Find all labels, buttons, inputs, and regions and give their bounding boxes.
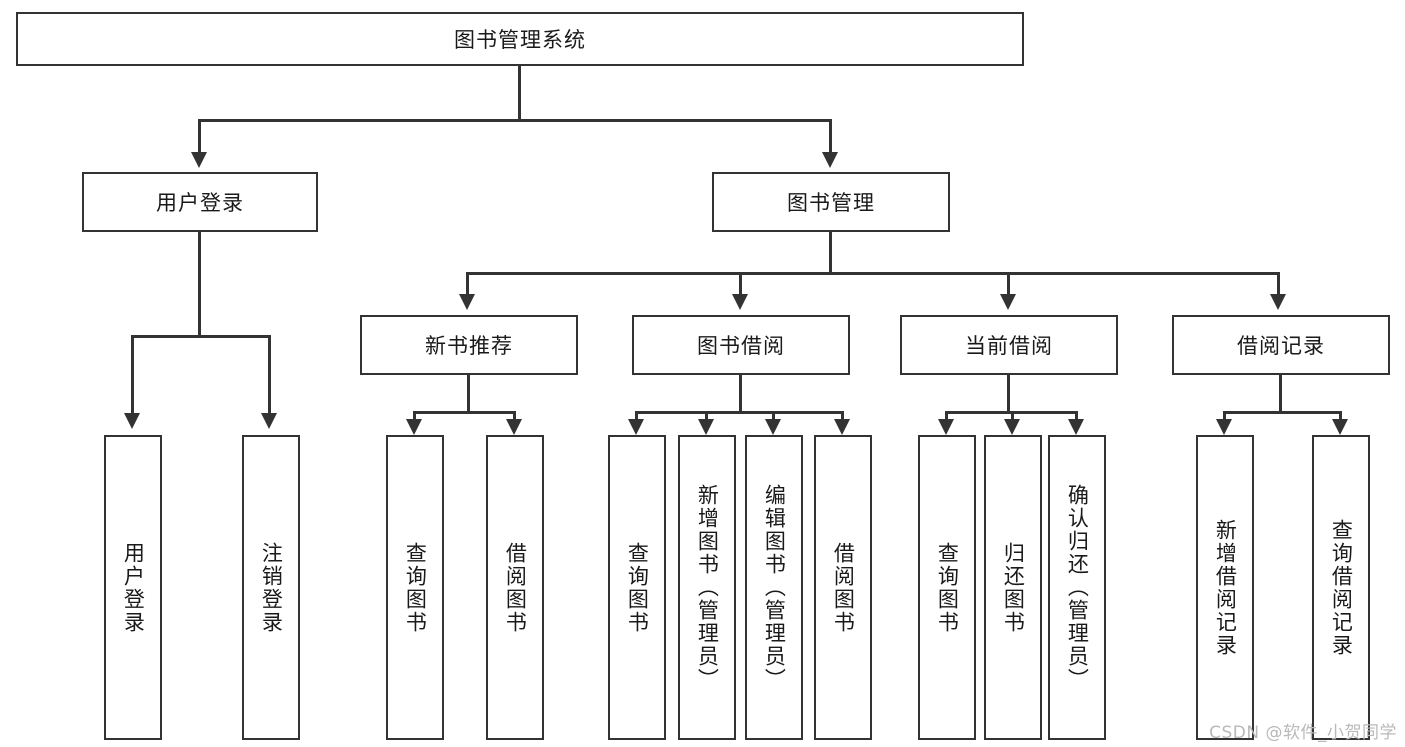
node-book-borrow[interactable]: 图书借阅 — [632, 315, 850, 375]
node-label: 借阅图书 — [503, 541, 528, 634]
node-label: 当前借阅 — [965, 334, 1053, 358]
edge-root-to-book-mgmt — [829, 119, 832, 153]
arrow-book-borrow-to-leaf-3 — [765, 419, 781, 435]
edge-new-books-to-leaf-2 — [513, 411, 516, 421]
arrow-current-borrow-to-leaf-2 — [1004, 419, 1020, 435]
arrow-current-borrow-to-leaf-1 — [938, 419, 954, 435]
node-new-book-recommend[interactable]: 新书推荐 — [360, 315, 578, 375]
edge-user-login-stem — [198, 232, 201, 335]
leaf-query-books-newbooks[interactable]: 查询图书 — [386, 435, 444, 740]
node-label: 图书管理系统 — [454, 28, 586, 52]
edge-current-borrow-to-leaf-2 — [1011, 411, 1014, 421]
arrow-book-borrow-to-leaf-2 — [698, 419, 714, 435]
edge-book-mgmt-to-new-books — [466, 272, 469, 296]
edge-book-borrow-to-leaf-3 — [772, 411, 775, 421]
edge-records-bar — [1223, 411, 1341, 414]
edge-root-to-user-login — [198, 119, 201, 153]
edge-book-borrow-bar — [635, 411, 843, 414]
node-label: 编辑图书（管理员） — [762, 484, 787, 691]
arrow-records-to-leaf-1 — [1216, 419, 1232, 435]
node-user-login[interactable]: 用户登录 — [82, 172, 318, 232]
arrow-user-login-to-leaf-1 — [124, 413, 140, 429]
edge-book-borrow-stem — [739, 375, 742, 411]
arrow-book-mgmt-to-borrow — [732, 294, 748, 310]
leaf-borrow-books-newbooks[interactable]: 借阅图书 — [486, 435, 544, 740]
edge-book-mgmt-bar — [466, 272, 1280, 275]
node-current-borrow[interactable]: 当前借阅 — [900, 315, 1118, 375]
node-label: 查询图书 — [935, 541, 960, 634]
leaf-user-login[interactable]: 用户登录 — [104, 435, 162, 740]
arrow-book-borrow-to-leaf-4 — [834, 419, 850, 435]
node-root-system[interactable]: 图书管理系统 — [16, 12, 1024, 66]
leaf-query-books-borrow[interactable]: 查询图书 — [608, 435, 666, 740]
arrow-user-login-to-leaf-2 — [261, 413, 277, 429]
arrow-book-borrow-to-leaf-1 — [628, 419, 644, 435]
edge-new-books-to-leaf-1 — [413, 411, 416, 421]
edge-book-mgmt-stem — [829, 232, 832, 272]
edge-current-borrow-to-leaf-1 — [945, 411, 948, 421]
arrow-book-mgmt-to-records — [1270, 294, 1286, 310]
arrow-root-to-user-login — [191, 152, 207, 168]
leaf-query-borrow-record[interactable]: 查询借阅记录 — [1312, 435, 1370, 740]
arrow-new-books-to-leaf-1 — [406, 419, 422, 435]
leaf-logout[interactable]: 注销登录 — [242, 435, 300, 740]
node-label: 借阅记录 — [1237, 334, 1325, 358]
leaf-edit-book-admin[interactable]: 编辑图书（管理员） — [745, 435, 803, 740]
node-label: 确认归还（管理员） — [1065, 484, 1090, 691]
arrow-book-mgmt-to-current — [1000, 294, 1016, 310]
edge-user-login-to-leaf-1 — [131, 335, 134, 415]
arrow-records-to-leaf-2 — [1332, 419, 1348, 435]
node-label: 归还图书 — [1001, 541, 1026, 634]
edge-records-stem — [1279, 375, 1282, 411]
edge-new-books-bar — [413, 411, 515, 414]
edge-user-login-to-leaf-2 — [268, 335, 271, 415]
edge-root-stem — [518, 66, 521, 119]
edge-book-mgmt-to-borrow — [739, 272, 742, 296]
node-label: 图书借阅 — [697, 334, 785, 358]
leaf-return-books[interactable]: 归还图书 — [984, 435, 1042, 740]
arrow-new-books-to-leaf-2 — [506, 419, 522, 435]
leaf-add-borrow-record[interactable]: 新增借阅记录 — [1196, 435, 1254, 740]
edge-book-borrow-to-leaf-1 — [635, 411, 638, 421]
node-label: 查询图书 — [625, 541, 650, 634]
edge-book-borrow-to-leaf-4 — [841, 411, 844, 421]
node-label: 新增借阅记录 — [1213, 518, 1238, 657]
arrow-current-borrow-to-leaf-3 — [1068, 419, 1084, 435]
node-label: 新增图书（管理员） — [695, 484, 720, 691]
leaf-borrow-books[interactable]: 借阅图书 — [814, 435, 872, 740]
edge-book-mgmt-to-current — [1007, 272, 1010, 296]
node-label: 图书管理 — [787, 191, 875, 215]
edge-records-to-leaf-1 — [1223, 411, 1226, 421]
edge-new-books-stem — [467, 375, 470, 411]
arrow-root-to-book-mgmt — [822, 152, 838, 168]
node-book-management[interactable]: 图书管理 — [712, 172, 950, 232]
node-borrow-records[interactable]: 借阅记录 — [1172, 315, 1390, 375]
edge-book-mgmt-to-records — [1277, 272, 1280, 296]
edge-book-borrow-to-leaf-2 — [705, 411, 708, 421]
node-label: 查询借阅记录 — [1329, 518, 1354, 657]
edge-user-login-bar — [131, 335, 271, 338]
edge-current-borrow-to-leaf-3 — [1075, 411, 1078, 421]
edge-current-borrow-stem — [1007, 375, 1010, 411]
node-label: 查询图书 — [403, 541, 428, 634]
node-label: 借阅图书 — [831, 541, 856, 634]
node-label: 注销登录 — [259, 541, 284, 634]
arrow-book-mgmt-to-new-books — [459, 294, 475, 310]
edge-records-to-leaf-2 — [1339, 411, 1342, 421]
edge-root-bar — [198, 119, 832, 122]
node-label: 用户登录 — [156, 191, 244, 215]
leaf-confirm-return-admin[interactable]: 确认归还（管理员） — [1048, 435, 1106, 740]
watermark: CSDN @软件_小贺同学 — [1209, 723, 1397, 743]
leaf-add-book-admin[interactable]: 新增图书（管理员） — [678, 435, 736, 740]
leaf-query-books-current[interactable]: 查询图书 — [918, 435, 976, 740]
node-label: 用户登录 — [121, 541, 146, 634]
node-label: 新书推荐 — [425, 334, 513, 358]
